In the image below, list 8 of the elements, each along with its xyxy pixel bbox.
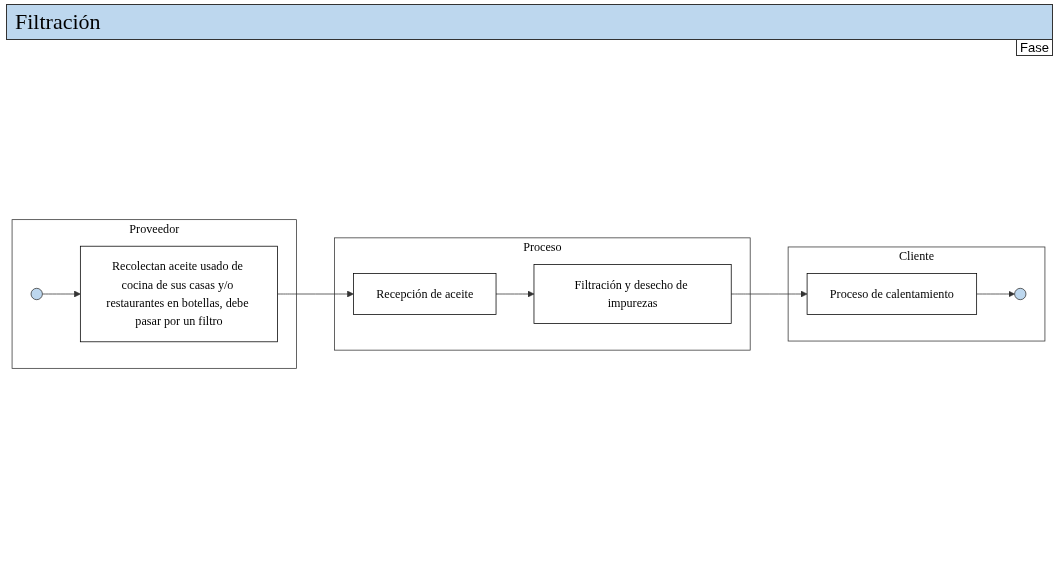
node-box: Filtración y desecho de impurezas xyxy=(533,264,732,324)
node-box: Recepción de aceite xyxy=(353,273,497,315)
node-box: Proceso de calentamiento xyxy=(806,273,978,315)
node-box: Recolectan aceite usado de cocina de sus casas y/o restaurantes en botellas, debe pasar por un filtro xyxy=(79,245,278,343)
diagram-title: Filtración xyxy=(6,4,1053,40)
node-circle xyxy=(1014,287,1027,301)
node-circle xyxy=(30,287,43,301)
phase-label: Fase xyxy=(1016,39,1053,56)
